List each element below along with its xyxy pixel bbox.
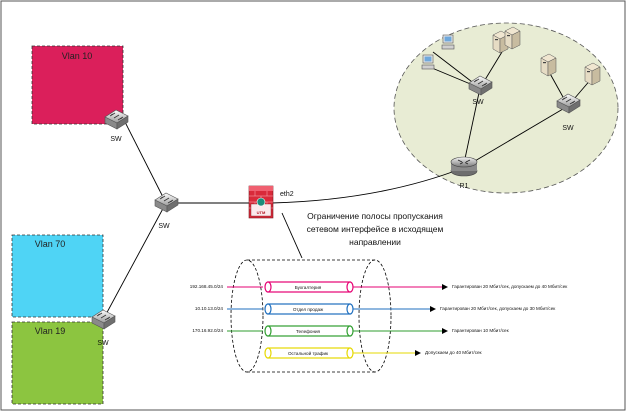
channel-policy: Гарантирован 20 Мбит/сек, допускаем до 4…: [452, 284, 568, 289]
channel-name: Отдел продаж: [293, 307, 324, 312]
router-icon: [450, 156, 478, 177]
channel-policy: Допускаем до 40 Мбит/сек: [425, 350, 483, 355]
server-icon: [540, 53, 557, 77]
vlan-10-label: Vlan 10: [62, 51, 93, 61]
switch-label: SW: [472, 99, 484, 106]
vlan-19-label: Vlan 19: [35, 326, 66, 336]
switch-label: SW: [110, 136, 122, 143]
channel-name: Бухгалтерия: [295, 285, 322, 290]
vlan-70-label: Vlan 70: [35, 239, 66, 249]
channel-subnet: 10.10.13.0/24: [195, 306, 224, 311]
caption-line-3: направлении: [349, 237, 401, 247]
utm-interface-label: eth2: [280, 191, 294, 198]
switch-label: SW: [158, 223, 170, 230]
channel-bukhgalteriya: 192.168.45.0/24 Бухгалтерия Гарантирован…: [190, 281, 568, 293]
server-icon: [584, 62, 601, 86]
channel-subnet: 170.16.92.0/24: [192, 328, 223, 333]
caption-line-1: Ограничение полосы пропускания: [307, 211, 443, 221]
vlan-19-box: [11, 321, 104, 405]
workstation-icon: [441, 34, 455, 50]
channel-ostalnoy-trafik: Остальной трафик Допускаем до 40 Мбит/се…: [264, 347, 483, 359]
workstation-icon: [421, 54, 435, 70]
channel-policy: Гарантирован 10 Мбит/сек: [452, 328, 510, 333]
channel-subnet: 192.168.45.0/24: [190, 284, 224, 289]
switch-label: SW: [97, 340, 109, 347]
caption-line-2: сетевом интерфейсе в исходящем: [307, 224, 444, 234]
channel-name: Телефония: [296, 329, 321, 334]
channel-telefoniya: 170.16.92.0/24 Телефония Гарантирован 10…: [192, 325, 510, 337]
channel-name: Остальной трафик: [288, 350, 329, 356]
vlan-70-box: [11, 234, 104, 318]
channel-policy: Гарантирован 20 Мбит/сек, допускаем до 3…: [440, 306, 556, 311]
utm-label: UTM: [257, 210, 266, 215]
channel-otdel-prodazh: 10.10.13.0/24 Отдел продаж Гарантирован …: [195, 303, 556, 315]
utm-firewall-icon: [248, 185, 274, 219]
switch-label: SW: [562, 125, 574, 132]
bandwidth-pipe: [230, 259, 392, 373]
server-icon: [504, 26, 521, 50]
router-label: R1: [460, 183, 469, 190]
switch-icon: [154, 192, 179, 213]
vlan-10-box: [31, 45, 124, 125]
